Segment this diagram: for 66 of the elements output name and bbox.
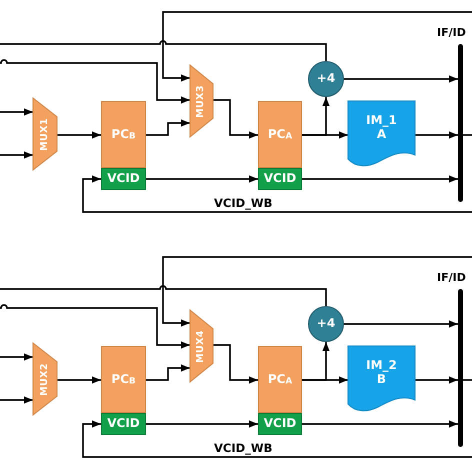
arrow [344, 320, 458, 328]
arrow [0, 353, 33, 361]
register-box [101, 346, 146, 413]
arrow [302, 175, 458, 183]
arrow [0, 108, 33, 116]
arrow [0, 304, 190, 349]
arrow [146, 175, 258, 183]
adder-circle [308, 306, 344, 342]
memory-document-shape [348, 346, 415, 412]
mux-label: MUX2 [40, 362, 50, 396]
arrow [82, 175, 472, 213]
arrow [162, 11, 472, 82]
multiplexer-trapezoid [190, 310, 213, 382]
arrow [302, 131, 348, 139]
adder-label: +4 [316, 72, 336, 86]
pipeline-register-bar [458, 289, 463, 447]
arrow [415, 376, 458, 384]
edge-label: VCID_WB [213, 442, 274, 455]
arrow [146, 364, 190, 381]
stage-label: IF/ID [437, 272, 466, 284]
arrow [82, 420, 472, 458]
stage-label: IF/ID [437, 27, 466, 40]
arrow [415, 131, 458, 139]
mux-label: MUX3 [196, 84, 207, 118]
register-label: PC$_{B}$ [111, 128, 136, 142]
vcid-register-box [258, 413, 302, 435]
vcid-label: VCID [107, 417, 140, 431]
arrow [57, 376, 101, 384]
memory-label: IM_1 A [366, 114, 397, 142]
arrow [213, 99, 258, 139]
arrow [213, 344, 258, 384]
arrow [0, 151, 33, 159]
vcid-register-box [258, 168, 302, 190]
arrow [146, 119, 190, 136]
connector-line [463, 379, 472, 381]
arrow [302, 376, 348, 384]
arrow [344, 75, 458, 83]
adder-circle [308, 61, 344, 97]
connector-line [463, 134, 472, 136]
arrow [57, 131, 101, 139]
vcid-register-box [101, 413, 146, 435]
arrow [0, 59, 190, 104]
arrow [146, 420, 258, 428]
multiplexer-trapezoid [190, 65, 213, 137]
adder-label: +4 [316, 317, 336, 331]
vcid-label: VCID [264, 417, 296, 431]
pipeline-register-bar [458, 44, 463, 202]
memory-document-shape [348, 101, 415, 167]
register-box [258, 101, 302, 168]
arrow [162, 256, 472, 327]
register-label: PC$_{A}$ [268, 128, 292, 142]
register-label: PC$_{B}$ [111, 372, 136, 386]
edge-label: VCID_WB [213, 197, 274, 210]
vcid-label: VCID [264, 172, 296, 186]
memory-label: IM_2 B [366, 359, 397, 387]
mux-label: MUX4 [196, 330, 207, 362]
arrow [0, 396, 33, 404]
register-box [258, 346, 302, 413]
mux-label: MUX1 [40, 118, 50, 150]
register-box [101, 101, 146, 168]
vcid-register-box [101, 168, 146, 190]
multiplexer-trapezoid [33, 98, 57, 170]
register-label: PC$_{A}$ [268, 372, 292, 386]
vcid-label: VCID [107, 172, 140, 186]
arrow [302, 420, 458, 428]
multiplexer-trapezoid [33, 343, 57, 415]
